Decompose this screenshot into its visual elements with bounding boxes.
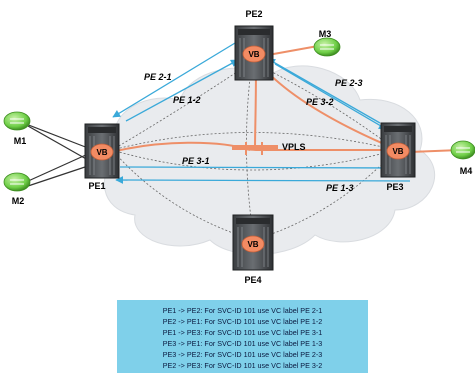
pe1-router[interactable]: VB	[84, 123, 120, 179]
legend-row: PE3 -> PE2: For SVC-ID 101 use VC label …	[162, 350, 323, 359]
virtual-bridge-label: VB	[247, 240, 258, 249]
m1-label: M1	[14, 136, 27, 146]
legend-row: PE1 -> PE2: For SVC-ID 101 use VC label …	[162, 306, 323, 315]
pseudowires	[112, 39, 411, 184]
router-icon	[313, 37, 341, 57]
legend-row: PE2 -> PE1: For SVC-ID 101 use VC label …	[162, 317, 323, 326]
legend-row: PE3 -> PE1: For SVC-ID 101 use VC label …	[162, 339, 323, 348]
virtual-bridge-label: VB	[392, 147, 403, 156]
pe4-label: PE4	[244, 275, 261, 285]
m3-device[interactable]	[313, 37, 341, 57]
network-cloud	[104, 65, 436, 255]
router-icon	[450, 140, 475, 160]
ce-links	[25, 123, 89, 187]
pe4-router[interactable]: VB	[232, 214, 274, 271]
pe2-label: PE2	[245, 9, 262, 19]
pe3-label: PE3	[386, 182, 403, 192]
pe2-router[interactable]: VB	[234, 25, 274, 81]
pe3-router[interactable]: VB	[380, 122, 416, 178]
m3-label: M3	[319, 29, 332, 39]
router-icon	[3, 172, 31, 192]
pe1-label: PE1	[88, 181, 105, 191]
virtual-bridge-label: VB	[248, 50, 259, 59]
router-icon	[3, 111, 31, 131]
vc-label-legend: PE1 -> PE2: For SVC-ID 101 use VC label …	[117, 300, 368, 373]
pseudowire-label-pe3-1: PE 3-1	[182, 156, 210, 166]
virtual-bridge-label: VB	[96, 148, 107, 157]
legend-row: PE2 -> PE3: For SVC-ID 101 use VC label …	[162, 361, 323, 370]
m1-device[interactable]	[3, 111, 31, 131]
virtual-bridge-pe3	[386, 142, 410, 160]
virtual-bridge-pe1	[90, 143, 114, 161]
pseudowire-label-pe1-3: PE 1-3	[326, 183, 354, 193]
legend-row: PE1 -> PE3: For SVC-ID 101 use VC label …	[162, 328, 323, 337]
pseudowire-label-pe2-3: PE 2-3	[335, 78, 363, 88]
m2-label: M2	[12, 196, 25, 206]
m2-device[interactable]	[3, 172, 31, 192]
pseudowire-label-pe2-1: PE 2-1	[144, 72, 172, 82]
vpls-label: VPLS	[282, 142, 306, 152]
m4-device[interactable]	[450, 140, 475, 160]
virtual-bridge-pe2	[242, 45, 266, 63]
pseudowire-label-pe1-2: PE 1-2	[173, 95, 201, 105]
m4-label: M4	[460, 166, 473, 176]
pseudowire-label-pe3-2: PE 3-2	[306, 97, 334, 107]
vpls-bridge-bar	[232, 145, 278, 150]
virtual-bridge-pe4	[241, 235, 265, 253]
